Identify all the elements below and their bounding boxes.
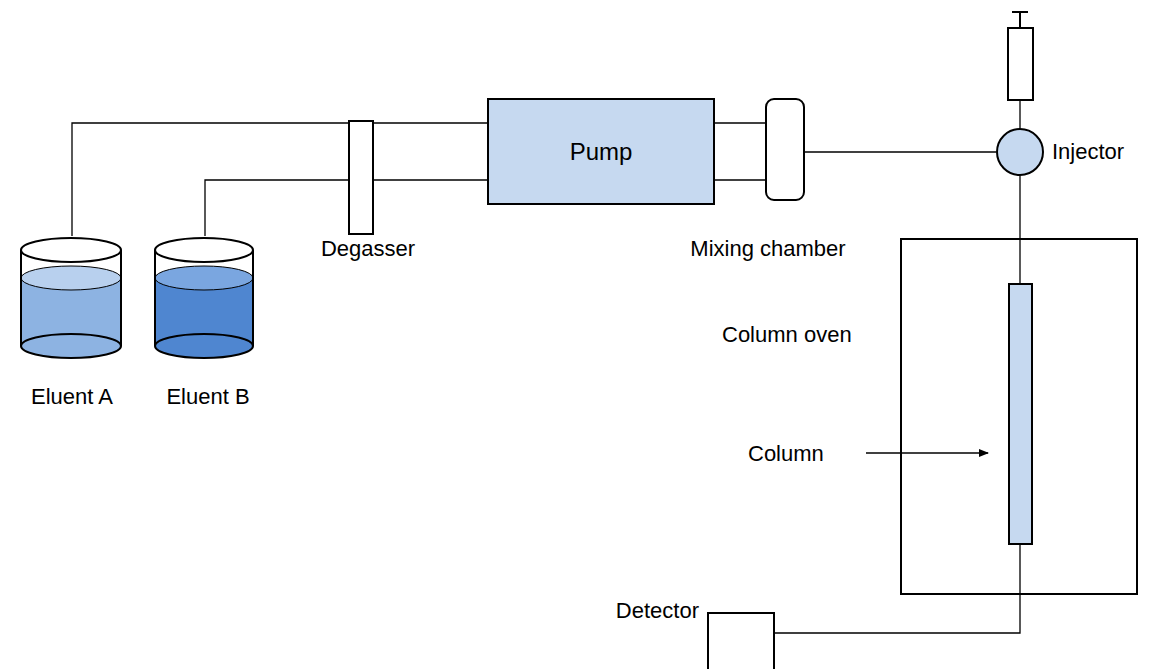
syringe-plunger — [1019, 12, 1021, 28]
tubing-line — [374, 122, 487, 123]
tubing-line — [715, 122, 765, 123]
bottle-outline — [152, 236, 256, 360]
column-tube: Column — [1008, 283, 1033, 545]
tubing-line — [205, 180, 348, 236]
node-label: Degasser — [321, 236, 415, 262]
node-label: Eluent A — [31, 384, 113, 410]
syringe — [1008, 12, 1033, 128]
column-oven: Column ovenColumn — [900, 238, 1138, 595]
syringe-handle — [1012, 11, 1028, 13]
bottle-part — [21, 266, 121, 290]
tubing-line — [374, 179, 487, 180]
node-label: Eluent B — [166, 384, 249, 410]
syringe-barrel — [1008, 28, 1033, 100]
bottle-part — [252, 250, 254, 346]
tubing-line — [715, 179, 765, 180]
pump-box: Pump — [487, 98, 715, 205]
bottle-part — [120, 250, 122, 346]
node-label: Injector — [1052, 139, 1124, 165]
eluent-bottle: Eluent A — [18, 236, 124, 360]
degasser-box: Degasser — [348, 120, 374, 235]
bottle-part — [155, 334, 253, 358]
injector-valve: Injector — [996, 128, 1044, 176]
bottle-part — [20, 250, 22, 346]
node-label: Detector — [616, 598, 699, 624]
node-label: Mixing chamber — [690, 236, 845, 262]
bottle-part — [154, 250, 156, 346]
detector-box: Detector — [707, 612, 775, 669]
tubing-line — [805, 151, 996, 152]
syringe-needle — [1019, 100, 1020, 128]
bottle-part — [155, 266, 253, 290]
mixing-chamber: Mixing chamber — [765, 98, 805, 201]
node-label: Column oven — [722, 322, 852, 348]
eluent-bottle: Eluent B — [152, 236, 256, 360]
tubing-line — [72, 123, 348, 236]
node-label: Column — [748, 441, 824, 467]
tubing-line — [775, 545, 1020, 633]
tubing-line — [1019, 176, 1020, 283]
bottle-outline — [18, 236, 124, 360]
bottle-part — [21, 334, 121, 358]
column-pointer — [866, 452, 988, 453]
bottle-part — [21, 238, 121, 262]
bottle-part — [155, 238, 253, 262]
node-label: Pump — [570, 139, 633, 165]
